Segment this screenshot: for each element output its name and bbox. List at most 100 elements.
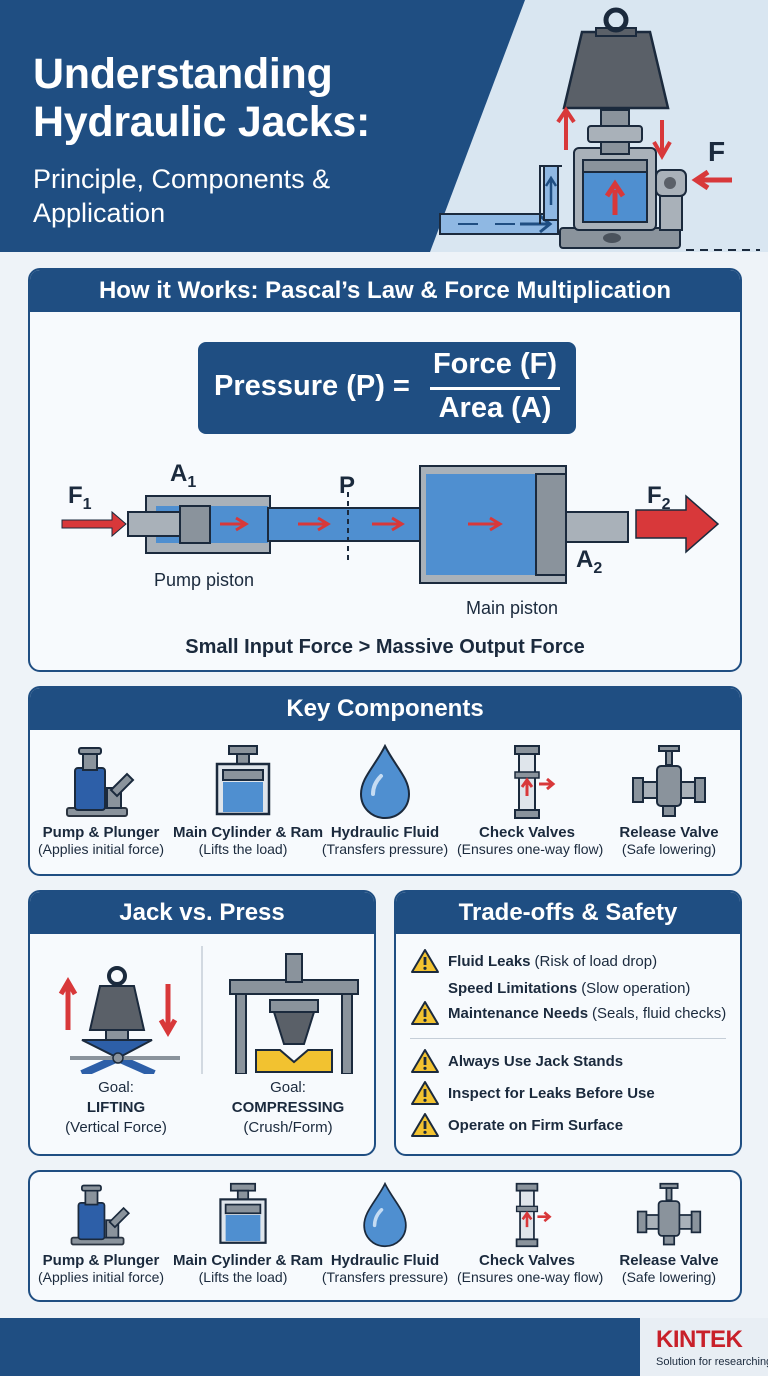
component-pump: Pump & Plunger (Applies initial force) [31,744,171,857]
how-it-works-title: How it Works: Pascal’s Law & Force Multi… [30,270,740,312]
fluid-drop-icon [350,1182,420,1248]
tradeoffs-panel: Trade-offs & Safety Fluid Leaks (Risk of… [394,890,742,1156]
tradeoff-detail: (Seals, fluid checks) [592,1004,727,1022]
brand-logo: KINTEK [656,1326,743,1353]
component-fluid: Hydraulic Fluid (Transfers pressure) [315,744,455,857]
fluid-drop-icon [345,744,425,820]
formula-box: Pressure (P) = Force (F) Area (A) [198,342,576,434]
component-desc: (Safe lowering) [621,1269,717,1285]
pascal-diagram [61,465,720,584]
f2-label: F2 [647,482,671,514]
f1-subscript: 1 [82,495,92,513]
f1-text: F [68,482,83,509]
safety-item: Operate on Firm Surface [410,1112,627,1138]
component-name: Pump & Plunger [42,824,160,841]
a1-label: A1 [170,460,196,492]
brand-tagline: Solution for researching [656,1356,768,1368]
press-goal-action: COMPRESSING [231,1099,345,1116]
tradeoff-bold: Speed Limitations [448,980,578,997]
component-desc: (Safe lowering) [621,841,717,857]
formula-lhs: Pressure (P) = [214,370,410,402]
component-check-valves: Check Valves (Ensures one-way flow) [457,744,604,857]
press-goal: Goal: COMPRESSING (Crush/Form) [208,1078,368,1138]
tradeoff-item: Speed Limitations (Slow operation) [448,980,690,997]
release-valve-icon [629,744,709,820]
component-cylinder: Main Cylinder & Ram (Lifts the load) [173,1182,324,1285]
component-check-valves: Check Valves (Ensures one-way flow) [457,1182,603,1285]
jack-vs-press-title: Jack vs. Press [30,892,374,934]
jack-goal-action: LIFTING [86,1099,146,1116]
f2-subscript: 2 [661,495,671,513]
component-desc: (Applies initial force) [37,1269,165,1285]
pump-piston-label: Pump piston [154,570,255,590]
component-cylinder: Main Cylinder & Ram (Lifts the load) [173,744,324,857]
check-valve-icon [487,744,567,820]
component-release-valve: Release Valve (Safe lowering) [599,744,739,857]
formula-divider [430,387,560,390]
warning-icon [410,1048,440,1074]
press-goal-label: Goal: [270,1079,306,1096]
main-piston-label: Main piston [466,598,559,618]
component-desc: (Transfers pressure) [321,1269,449,1285]
a1-text: A [170,460,188,487]
check-valve-icon [492,1182,562,1248]
pump-icon [66,1182,136,1248]
a1-subscript: 1 [187,473,197,491]
key-components-panel: Key Components Pump & Plunger (Applies i… [28,686,742,876]
jack-vs-press-graphic [58,946,359,1074]
header-graphic [0,0,760,252]
component-desc: (Transfers pressure) [321,841,449,857]
f1-label: F1 [68,482,92,514]
tradeoffs-title: Trade-offs & Safety [396,892,740,934]
jack-goal-label: Goal: [98,1079,134,1096]
press-goal-detail: (Crush/Form) [243,1119,333,1136]
page-title: Understanding Hydraulic Jacks: [33,50,370,146]
key-components-list: Pump & Plunger (Applies initial force) M… [30,744,740,857]
component-name: Check Valves [479,824,575,841]
components-summary-list: Pump & Plunger (Applies initial force) M… [30,1182,740,1285]
component-desc: (Ensures one-way flow) [457,841,604,857]
release-valve-icon [634,1182,704,1248]
a2-subscript: 2 [593,559,603,577]
formula-denominator: Area (A) [438,392,552,424]
cylinder-icon [203,744,283,820]
warning-icon [410,1000,440,1026]
component-name: Release Valve [619,824,719,841]
section-divider [410,1038,726,1039]
tradeoff-detail: (Risk of load drop) [534,952,658,970]
how-it-works-panel: How it Works: Pascal’s Law & Force Multi… [28,268,742,672]
jack-goal-detail: (Vertical Force) [65,1119,167,1136]
header-force-label: F [708,136,726,167]
pressure-label: P [339,472,356,499]
key-components-title: Key Components [30,688,740,730]
header-banner: Understanding Hydraulic Jacks: Principle… [0,0,768,252]
component-name: Main Cylinder & Ram [173,1252,324,1269]
warning-icon [410,1112,440,1138]
component-name: Release Valve [619,1252,719,1269]
component-name: Pump & Plunger [42,1252,160,1269]
title-line-1: Understanding [33,50,333,98]
page-subtitle: Principle, Components & Application [33,164,331,228]
tradeoff-bold: Maintenance Needs [448,1004,589,1022]
component-name: Hydraulic Fluid [330,1252,440,1269]
formula-numerator: Force (F) [432,348,558,380]
component-desc: (Applies initial force) [37,841,165,857]
tradeoff-item: Fluid Leaks (Risk of load drop) [410,948,657,974]
component-name: Hydraulic Fluid [330,824,440,841]
safety-item: Inspect for Leaks Before Use [410,1080,659,1106]
safety-item: Always Use Jack Stands [410,1048,627,1074]
safety-text: Operate on Firm Surface [448,1116,624,1134]
component-desc: (Lifts the load) [198,841,288,857]
component-name: Check Valves [479,1252,575,1269]
tradeoff-bold: Fluid Leaks [448,952,531,970]
warning-icon [410,948,440,974]
component-name: Main Cylinder & Ram [173,824,324,841]
safety-text: Inspect for Leaks Before Use [448,1084,655,1102]
component-desc: (Lifts the load) [198,1269,288,1285]
title-line-2: Hydraulic Jacks: [33,98,370,146]
tradeoff-item: Maintenance Needs (Seals, fluid checks) [410,1000,726,1026]
jack-goal: Goal: LIFTING (Vertical Force) [36,1078,196,1138]
components-summary-panel: Pump & Plunger (Applies initial force) M… [28,1170,742,1302]
component-release-valve: Release Valve (Safe lowering) [599,1182,739,1285]
a2-text: A [576,546,594,573]
